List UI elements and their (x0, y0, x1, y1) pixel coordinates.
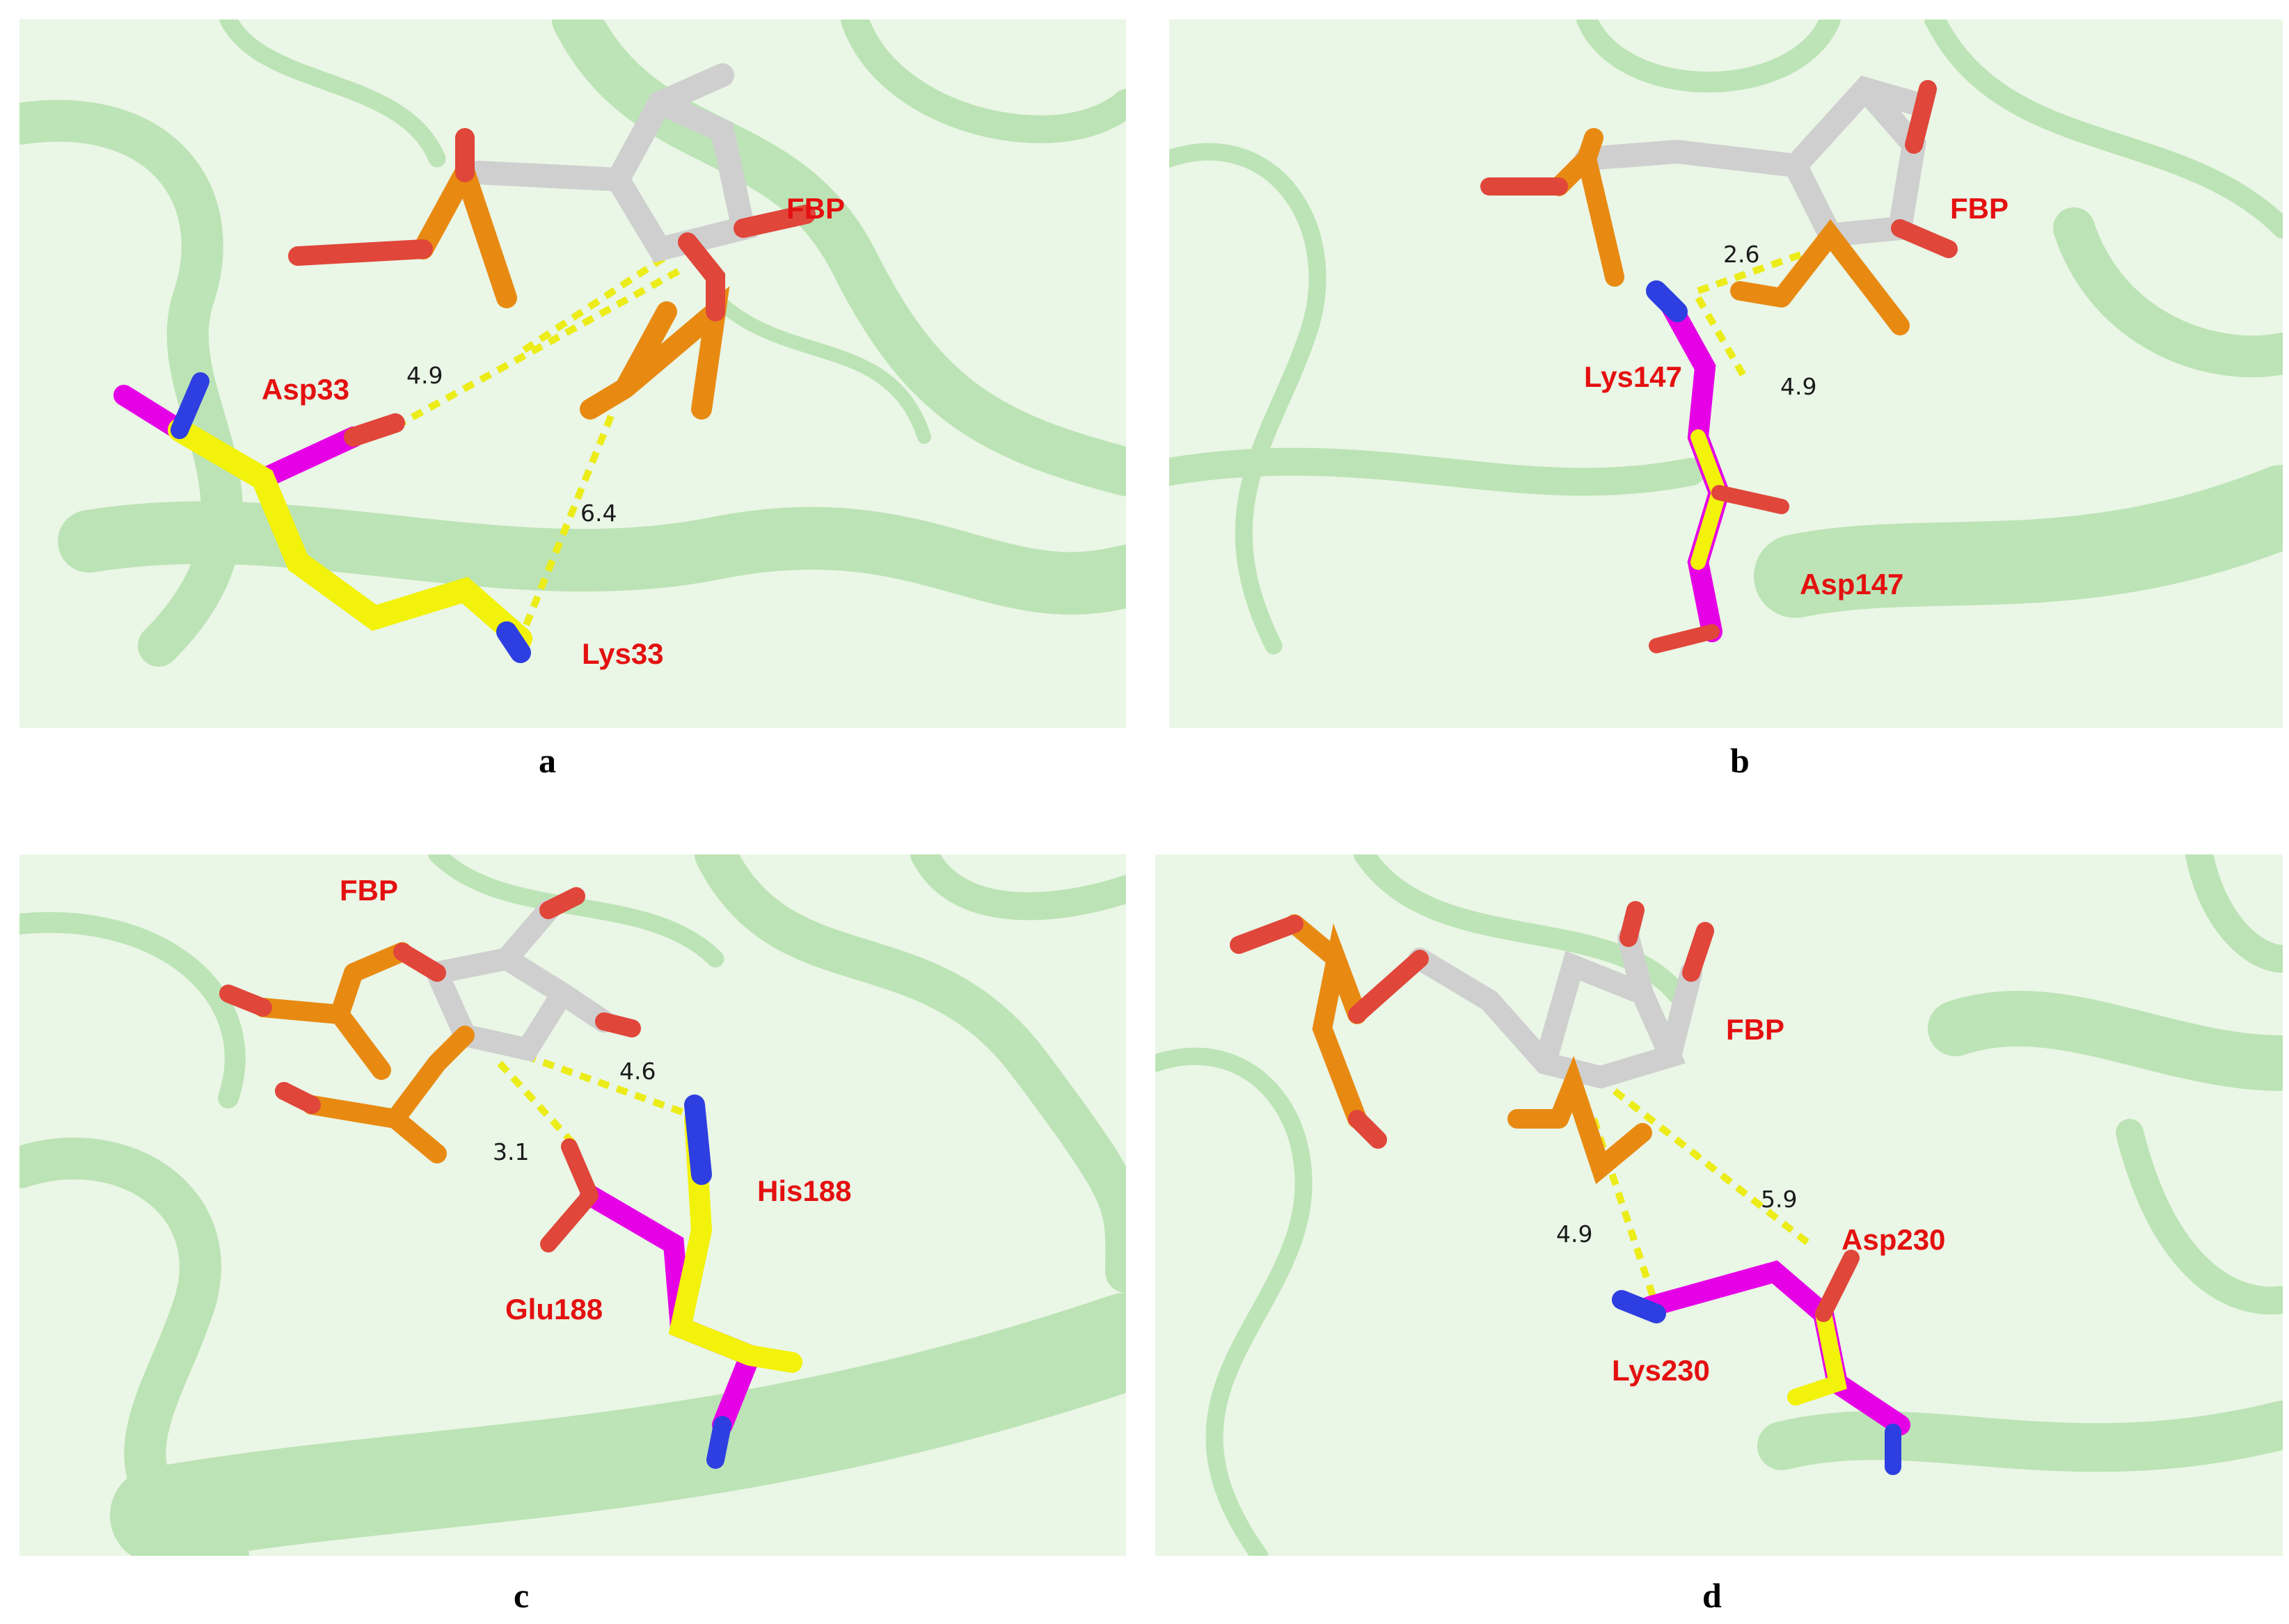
label-fbp-c: FBP (340, 874, 398, 907)
label-fbp-a: FBP (786, 192, 845, 225)
distance-5-9-d: 5.9 (1761, 1186, 1798, 1213)
distance-4-6-c: 4.6 (619, 1058, 656, 1085)
label-lys230: Lys230 (1612, 1354, 1710, 1387)
residue-sticks (1612, 1250, 1910, 1475)
label-asp33: Asp33 (262, 373, 350, 406)
structure-render-b (1169, 19, 2283, 655)
panel-c: FBP His188 Glu188 4.6 3.1 (19, 854, 1126, 1556)
panel-d: FBP Asp230 Lys230 4.9 5.9 (1155, 854, 2283, 1556)
label-glu188: Glu188 (505, 1293, 603, 1326)
distance-4-9-a: 4.9 (406, 362, 443, 389)
caption-d: d (1702, 1576, 1722, 1615)
structure-render-c (19, 854, 1126, 1556)
label-lys147: Lys147 (1584, 360, 1682, 393)
label-fbp-b: FBP (1950, 192, 2009, 225)
caption-c: c (514, 1576, 530, 1615)
protein-cartoon (19, 854, 1126, 1556)
panel-a: FBP Asp33 Lys33 4.9 6.4 (19, 19, 1126, 728)
structure-render-d (1155, 854, 2283, 1556)
residue-sticks (540, 1094, 802, 1469)
distance-4-9-b: 4.9 (1780, 373, 1817, 400)
label-asp230: Asp230 (1842, 1223, 1946, 1256)
protein-cartoon (1169, 19, 2283, 655)
distance-3-1-c: 3.1 (493, 1138, 530, 1165)
hbond-lines (1695, 246, 1818, 383)
fbp-molecule (219, 887, 641, 1163)
label-lys33: Lys33 (582, 637, 664, 670)
distance-2-6-b: 2.6 (1723, 241, 1760, 268)
label-his188: His188 (757, 1175, 852, 1207)
hbond-lines (1590, 1088, 1812, 1308)
fbp-molecule (288, 63, 816, 420)
label-asp147: Asp147 (1800, 568, 1904, 600)
distance-4-9-d: 4.9 (1556, 1220, 1593, 1248)
residue-sticks (113, 372, 532, 663)
fbp-molecule (1230, 901, 1714, 1184)
panel-b: FBP Lys147 Asp147 2.6 4.9 (1169, 19, 2283, 728)
caption-a: a (539, 741, 556, 780)
caption-b: b (1730, 741, 1750, 780)
distance-6-4-a: 6.4 (580, 500, 617, 527)
fbp-molecule (1480, 75, 1958, 335)
structure-render-a (19, 19, 1126, 667)
residue-sticks (1646, 280, 1789, 653)
hbond-lines (497, 1046, 703, 1149)
label-fbp-d: FBP (1726, 1013, 1784, 1046)
